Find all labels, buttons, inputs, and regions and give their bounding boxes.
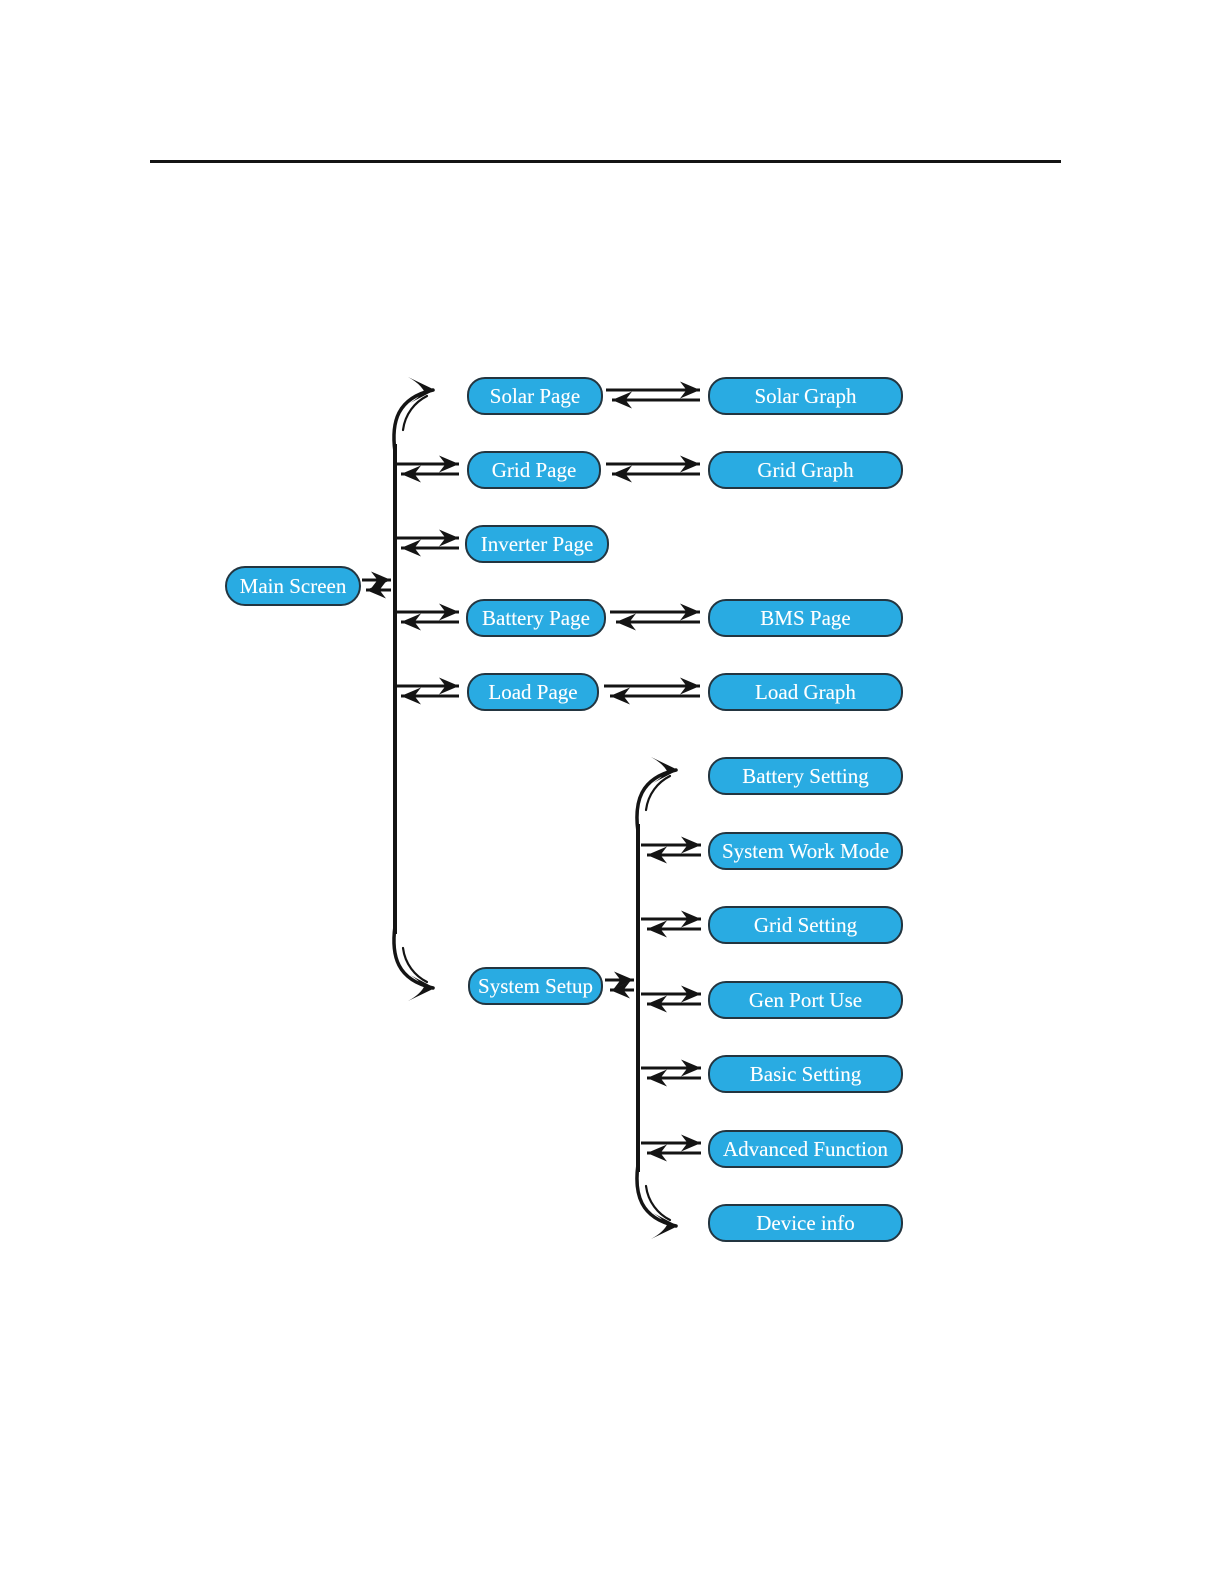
edge-system-setup-trunk	[605, 971, 634, 999]
node-battery-page: Battery Page	[466, 599, 606, 637]
node-load-graph: Load Graph	[708, 673, 903, 711]
edge-trunk-grid-page	[397, 455, 459, 483]
node-device-info: Device info	[708, 1204, 903, 1242]
node-grid-graph: Grid Graph	[708, 451, 903, 489]
node-advanced-function: Advanced Function	[708, 1130, 903, 1168]
node-main-screen: Main Screen	[225, 566, 361, 606]
node-grid-page: Grid Page	[467, 451, 601, 489]
node-inverter-page: Inverter Page	[465, 525, 609, 563]
setup-trunk-bottom-flourish	[635, 1162, 680, 1241]
node-gen-port-use: Gen Port Use	[708, 981, 903, 1019]
node-basic-setting: Basic Setting	[708, 1055, 903, 1093]
main-trunk	[392, 375, 437, 1003]
edge-trunk-grid-setting	[641, 910, 701, 938]
node-bms-page: BMS Page	[708, 599, 903, 637]
node-system-setup: System Setup	[468, 967, 603, 1005]
node-solar-page: Solar Page	[467, 377, 603, 415]
edge-battery-page-bms-page	[610, 603, 700, 631]
header-rule	[150, 160, 1061, 163]
edge-trunk-gen-port-use	[641, 985, 701, 1013]
edge-trunk-inverter-page	[397, 529, 459, 557]
edge-main-screen-trunk	[362, 571, 391, 599]
edge-trunk-battery-page	[397, 603, 459, 631]
edge-trunk-load-page	[397, 677, 459, 705]
main-trunk-top-flourish	[392, 375, 437, 454]
node-battery-setting: Battery Setting	[708, 757, 903, 795]
node-solar-graph: Solar Graph	[708, 377, 903, 415]
node-grid-setting: Grid Setting	[708, 906, 903, 944]
edge-trunk-advanced-function	[641, 1134, 701, 1162]
node-system-work-mode: System Work Mode	[708, 832, 903, 870]
setup-trunk-top-flourish	[635, 755, 680, 834]
main-trunk-bottom-flourish	[392, 924, 437, 1003]
edge-trunk-system-work-mode	[641, 836, 701, 864]
edge-grid-page-grid-graph	[606, 455, 700, 483]
edge-trunk-basic-setting	[641, 1059, 701, 1087]
edge-load-page-load-graph	[604, 677, 700, 705]
setup-trunk	[635, 755, 680, 1241]
edge-solar-page-solar-graph	[606, 381, 700, 409]
node-load-page: Load Page	[467, 673, 599, 711]
